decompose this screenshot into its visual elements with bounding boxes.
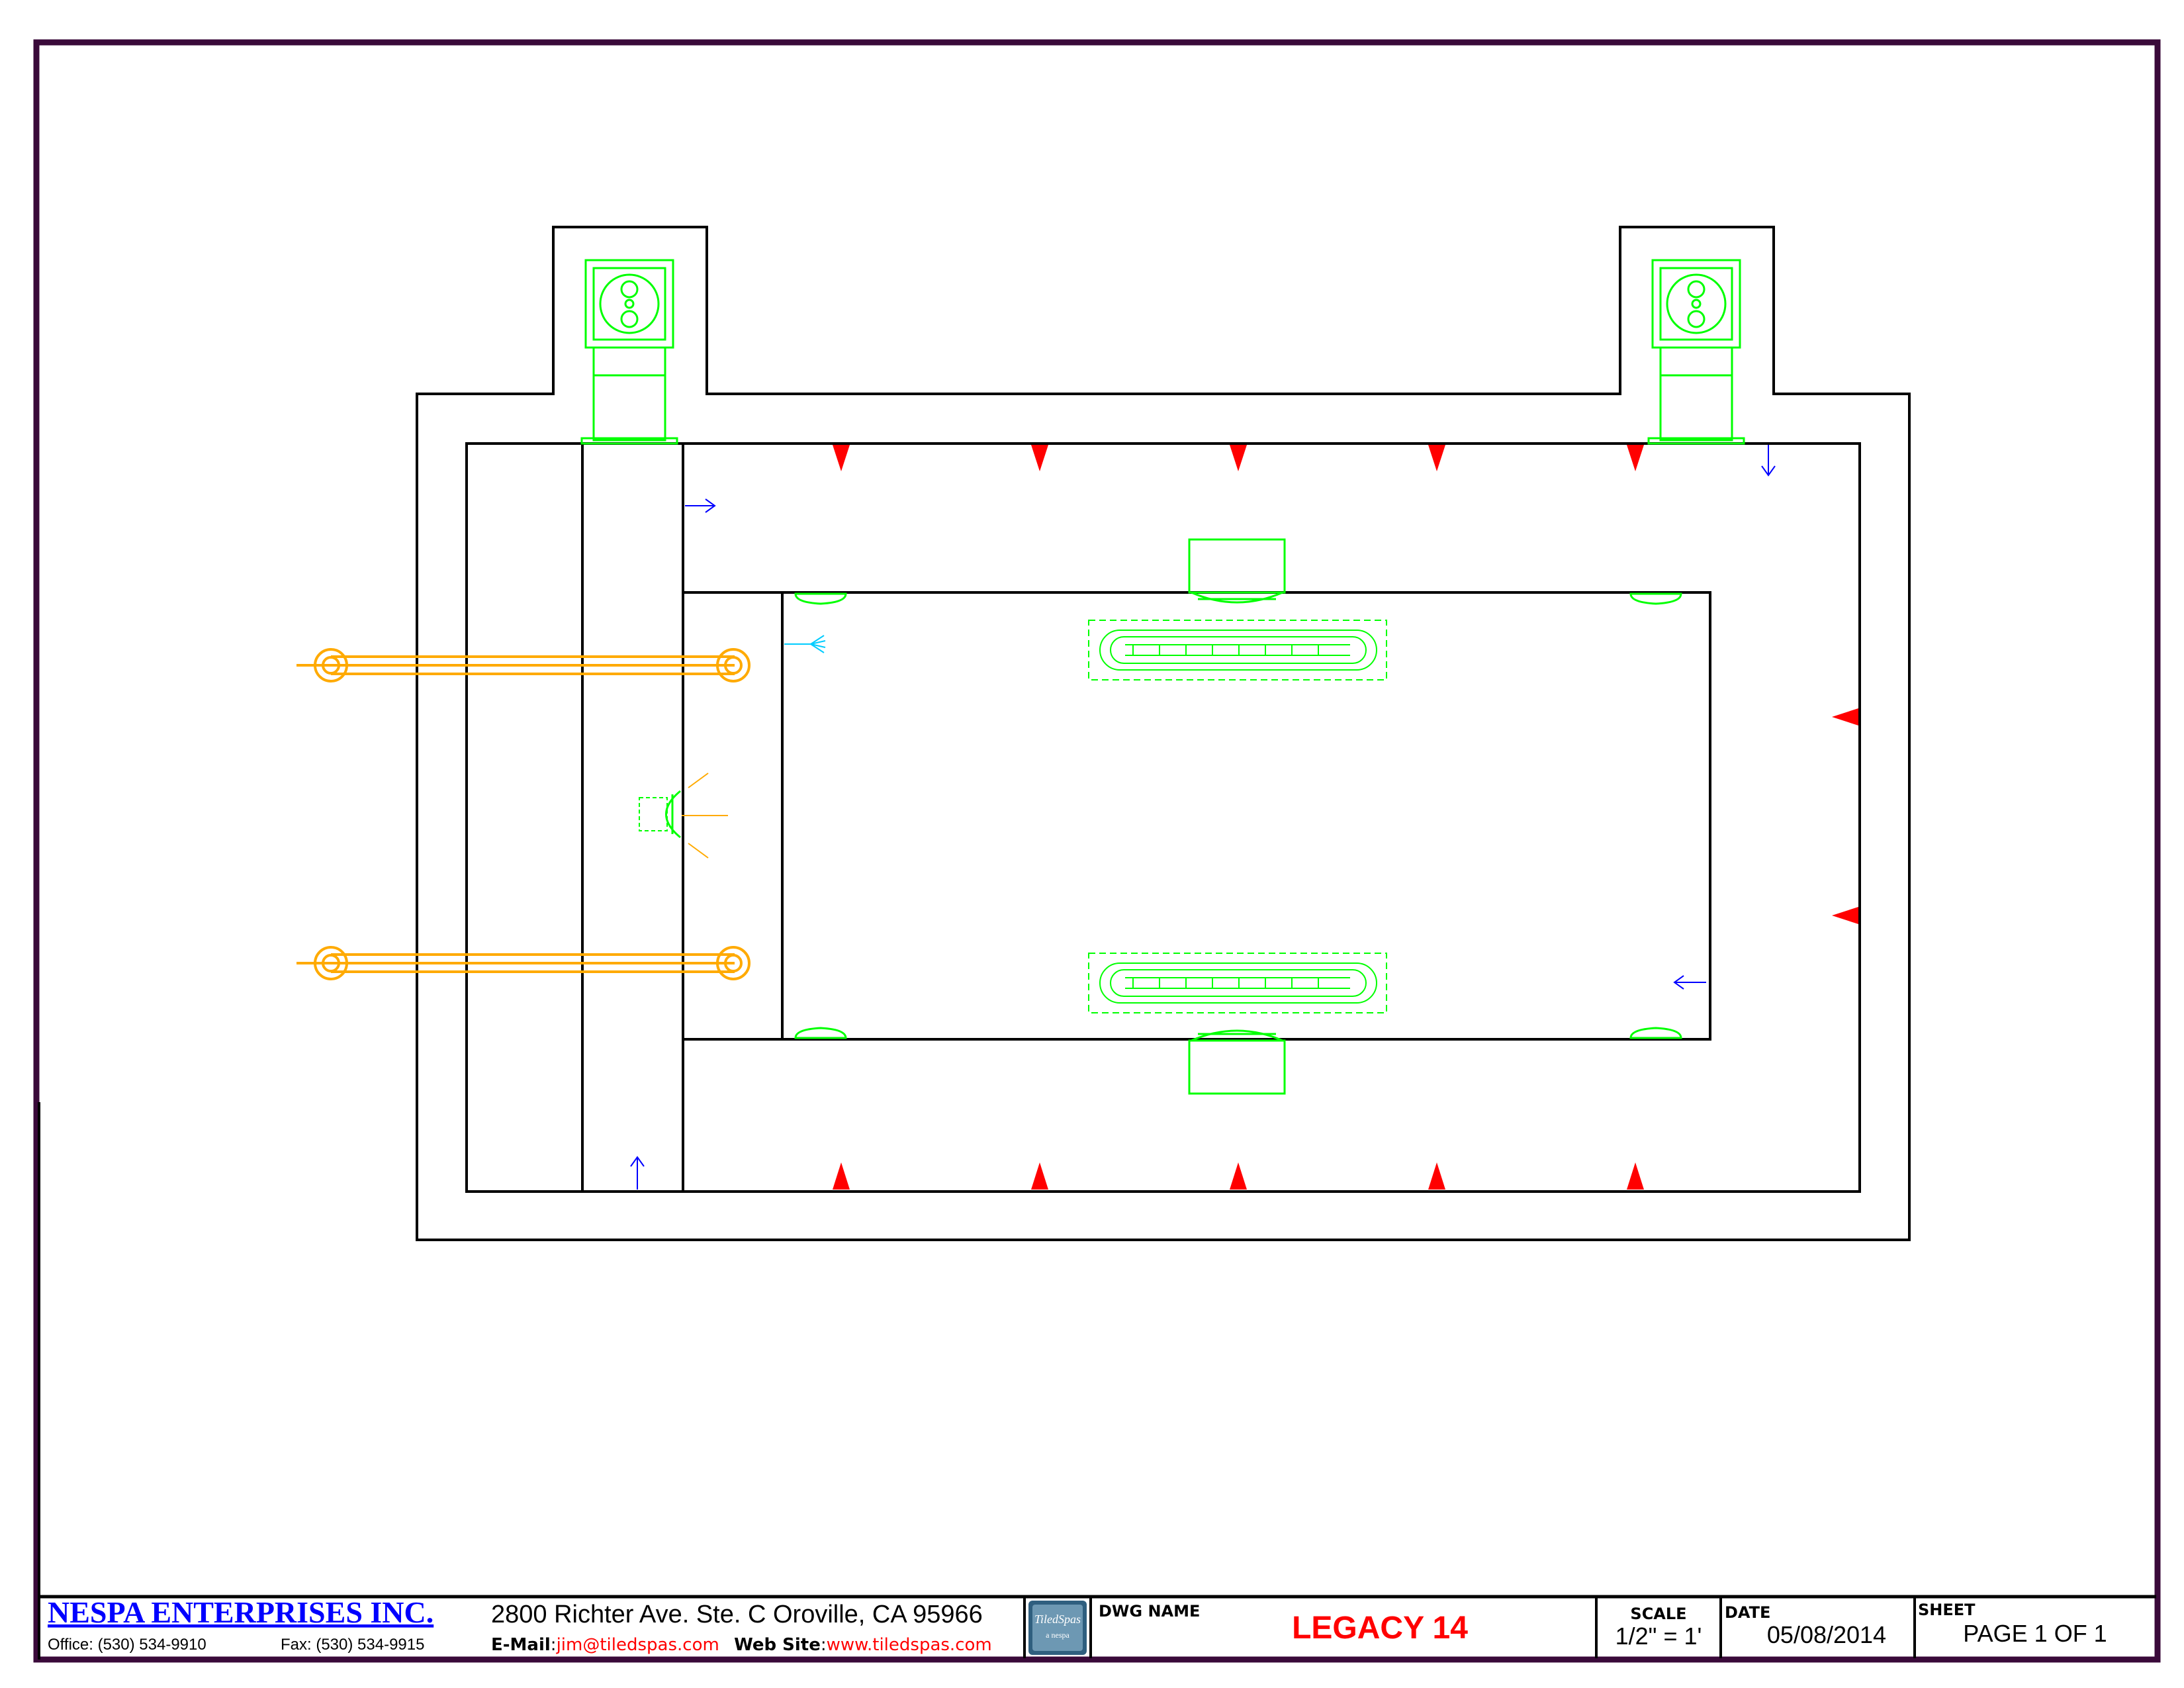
- fax-number: Fax: (530) 534-9915: [281, 1636, 424, 1654]
- logo-subtext: a nespa: [1046, 1630, 1069, 1640]
- title-block: NESPA ENTERPRISES INC. 2800 Richter Ave.…: [39, 1595, 2156, 1658]
- spa-shell: [465, 442, 1861, 1193]
- logo-text: TiledSpas: [1034, 1613, 1081, 1626]
- web-separator: :: [821, 1635, 827, 1655]
- flow-arrow-icon: [630, 445, 1776, 1190]
- light-fixture-icon: [639, 773, 728, 859]
- sheet-frame: [33, 39, 2161, 1663]
- air-bar-icon: [1132, 645, 1319, 988]
- skimmer-icon: [580, 259, 678, 445]
- email-link[interactable]: jim@tiledspas.com: [556, 1635, 719, 1655]
- sheet-value: PAGE 1 OF 1: [1963, 1620, 2107, 1647]
- light-fixture-icon: [296, 648, 751, 980]
- scale-label: SCALE: [1630, 1605, 1686, 1623]
- web-label: Web Site: [734, 1635, 821, 1655]
- date-value: 05/08/2014: [1767, 1621, 1886, 1648]
- deck-outline: [416, 226, 1911, 1241]
- web-link[interactable]: www.tiledspas.com: [827, 1635, 992, 1655]
- dwg-name-label: DWG NAME: [1099, 1602, 1200, 1620]
- jet-nozzle-icon: [833, 445, 1644, 471]
- company-name: NESPA ENTERPRISES INC.: [48, 1595, 433, 1629]
- jet-nozzle-icon: [1832, 708, 1858, 924]
- logo-icon: TiledSpas a nespa: [1028, 1601, 1087, 1655]
- skimmer-icon: [1647, 259, 1745, 445]
- air-bar-icon: [794, 592, 1682, 1039]
- office-phone: Office: (530) 534-9910: [48, 1636, 206, 1654]
- email-separator: :: [551, 1635, 557, 1655]
- company-address: 2800 Richter Ave. Ste. C Oroville, CA 95…: [491, 1601, 983, 1628]
- jet-nozzle-icon: [833, 1162, 1644, 1190]
- email-label: E-Mail: [491, 1635, 551, 1655]
- dwg-name: LEGACY 14: [1292, 1611, 1468, 1646]
- return-fitting-icon: [784, 635, 826, 653]
- scale-value: 1/2" = 1': [1615, 1622, 1702, 1650]
- date-label: DATE: [1725, 1603, 1770, 1622]
- sheet-label: SHEET: [1918, 1601, 1976, 1619]
- suction-grate-icon: [1188, 538, 1286, 1095]
- contact-line: E-Mail:jim@tiledspas.com Web Site:www.ti…: [491, 1635, 992, 1655]
- air-bar-icon: [1088, 620, 1387, 1013]
